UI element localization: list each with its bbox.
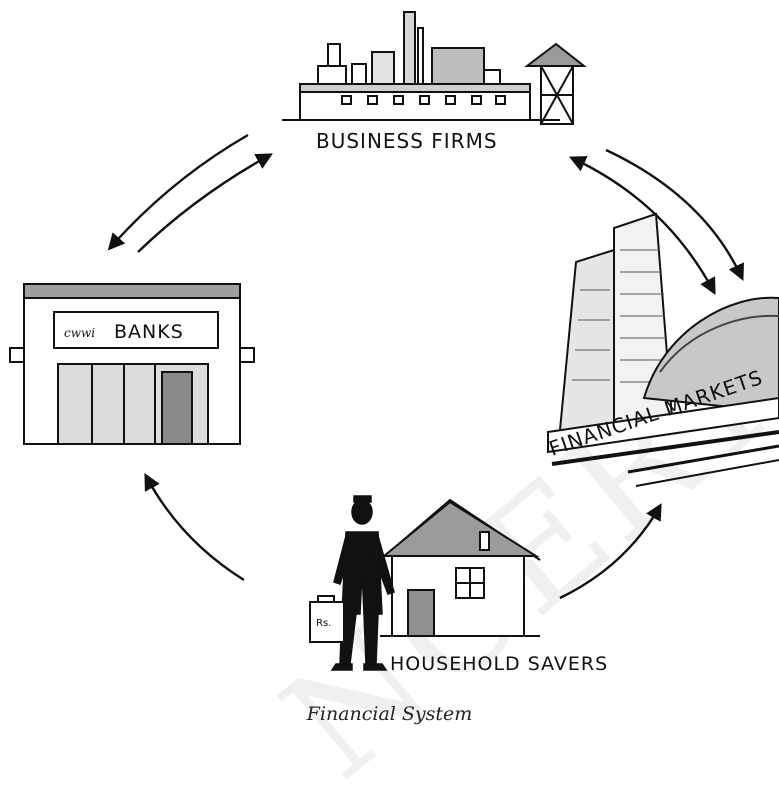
banks-label: BANKS: [114, 321, 184, 343]
business-firms-label: BUSINESS FIRMS: [316, 129, 498, 153]
bank-sign-script: cwwi: [64, 326, 95, 340]
figure-caption: Financial System: [306, 703, 473, 725]
household-savers-illustration: [379, 498, 541, 637]
arrow-household-to-markets: [559, 503, 662, 600]
arrow-firms-to-banks: [107, 133, 249, 251]
arrow-firms-markets-double: [568, 156, 716, 295]
arrow-markets-to-firms: [605, 148, 744, 282]
suitcase-icon: [309, 595, 345, 643]
flow-arrows: [107, 133, 744, 600]
financial-system-diagram: BUSINESS FIRMS cwwi BANKS: [9, 11, 779, 675]
banks-illustration: [9, 283, 255, 445]
suitcase-label: Rs.: [316, 618, 331, 629]
household-savers-label: HOUSEHOLD SAVERS: [390, 653, 608, 675]
arrow-household-to-banks: [144, 473, 245, 582]
saver-person-icon: [330, 495, 395, 671]
business-firms-illustration: [282, 11, 587, 125]
arrow-banks-to-firms: [137, 153, 273, 253]
